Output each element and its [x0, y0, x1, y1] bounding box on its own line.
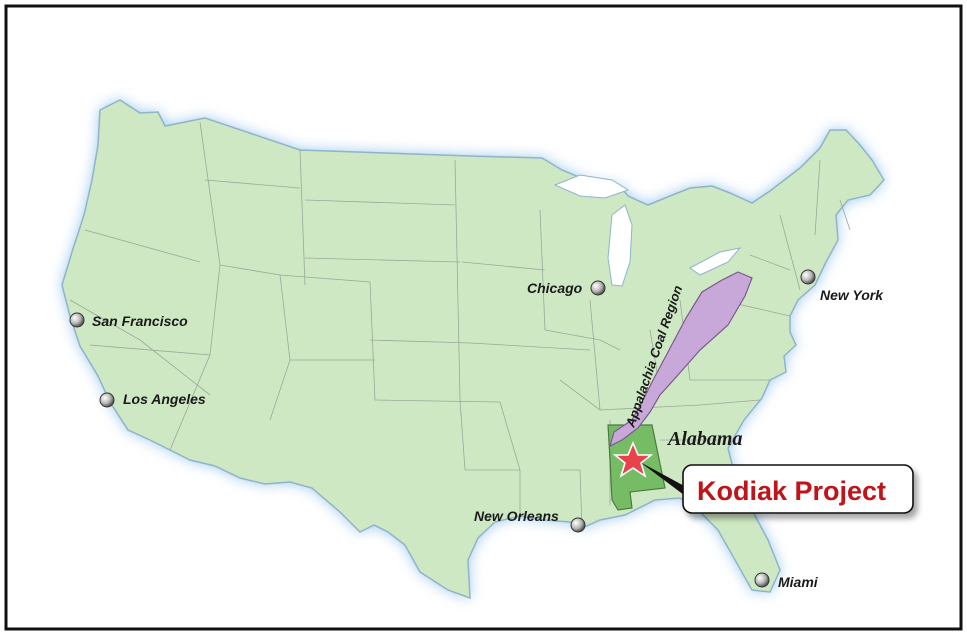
los-angeles-marker[interactable]: Los Angeles [99, 391, 206, 408]
state-borders [69, 121, 851, 529]
san-francisco-marker[interactable]: San Francisco [69, 312, 188, 329]
new-orleans-label: New Orleans [474, 508, 559, 524]
callout-pointer [640, 462, 688, 498]
kodiak-project-callout[interactable] [682, 464, 914, 514]
new-orleans-marker[interactable]: New Orleans [474, 508, 586, 533]
kodiak-project-label: Kodiak Project [697, 476, 886, 506]
appalachia-coal-region [609, 271, 753, 448]
city-markers: San Francisco Los Angeles Chicago New Yo… [69, 269, 884, 590]
lake-erie [689, 247, 742, 276]
us-landmass [61, 99, 885, 600]
miami-marker[interactable]: Miami [754, 572, 819, 590]
us-map [61, 99, 885, 600]
chicago-marker[interactable]: Chicago [527, 280, 606, 296]
new-york-label: New York [820, 287, 884, 303]
new-york-marker[interactable]: New York [800, 269, 884, 303]
kodiak-star-icon[interactable] [612, 440, 654, 478]
miami-label: Miami [778, 574, 819, 590]
los-angeles-label: Los Angeles [123, 391, 206, 407]
chicago-label: Chicago [527, 280, 583, 296]
lake-superior [553, 174, 630, 199]
alabama-label: Alabama [666, 428, 742, 450]
lake-michigan [607, 204, 633, 287]
san-francisco-label: San Francisco [92, 313, 188, 329]
